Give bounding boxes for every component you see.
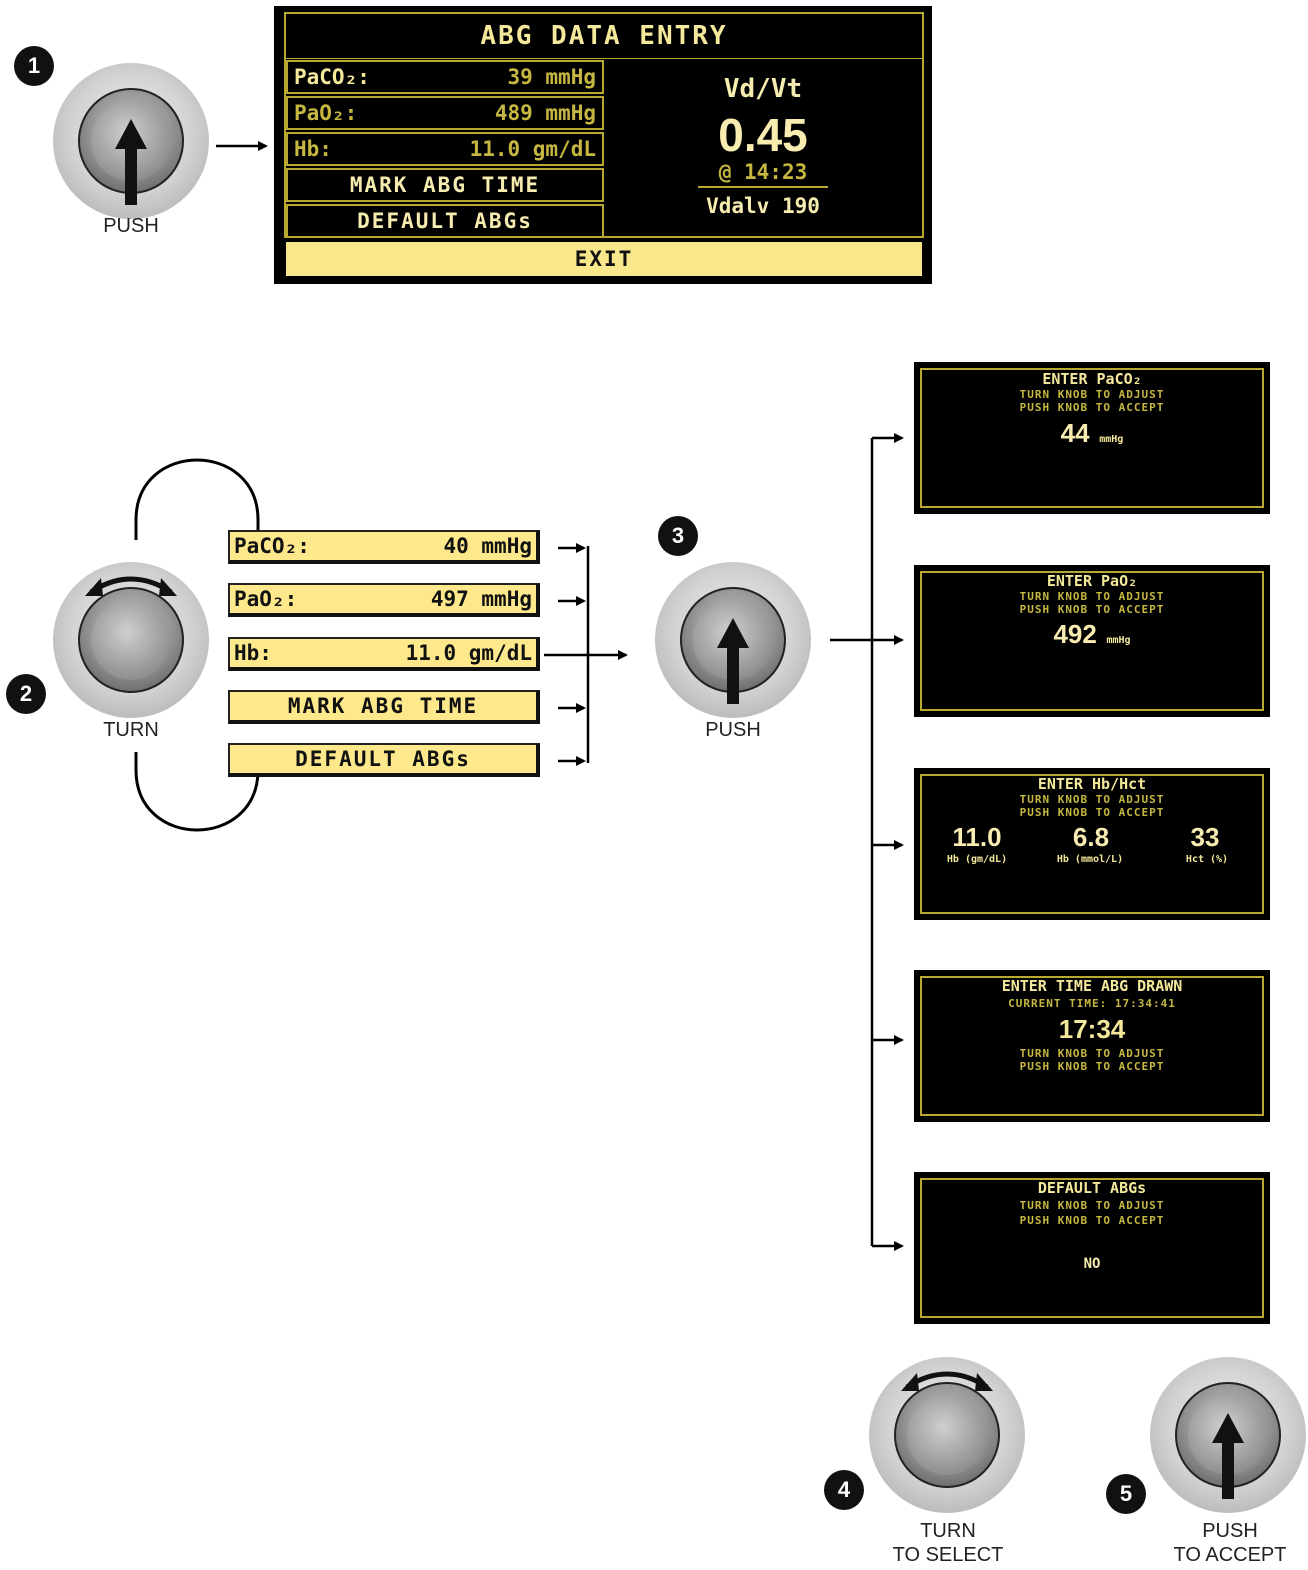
turn-loop bbox=[136, 460, 258, 540]
pao2-value: 492 bbox=[1053, 619, 1096, 649]
default-abgs-value: NO bbox=[914, 1256, 1270, 1272]
menu-item-mark-abg-time[interactable]: MARK ABG TIME bbox=[228, 690, 540, 724]
paco2-row[interactable]: PaCO₂:39 mmHg bbox=[286, 60, 604, 94]
hb-gm-value: 11.0 bbox=[932, 822, 1022, 853]
enter-paco2-screen: ENTER PaCO₂ TURN KNOB TO ADJUST PUSH KNO… bbox=[914, 362, 1270, 514]
pao2-row[interactable]: PaO₂:489 mmHg bbox=[286, 96, 604, 130]
enter-time-screen: ENTER TIME ABG DRAWN CURRENT TIME: 17:34… bbox=[914, 970, 1270, 1122]
step-badge-2: 2 bbox=[6, 674, 46, 714]
vdalv-value: Vdalv 190 bbox=[608, 194, 918, 218]
step-badge-3: 3 bbox=[658, 516, 698, 556]
step-badge-5: 5 bbox=[1106, 1474, 1146, 1514]
caption-turn-2: TURN bbox=[80, 718, 182, 742]
vd-vt-label: Vd/Vt bbox=[608, 74, 918, 104]
vd-vt-time: @ 14:23 bbox=[608, 160, 918, 184]
turn-knob-4 bbox=[869, 1357, 1025, 1513]
exit-button[interactable]: EXIT bbox=[286, 242, 922, 276]
push-knob-1 bbox=[53, 63, 209, 219]
hb-mmol-value: 6.8 bbox=[1046, 822, 1136, 853]
menu-arrows bbox=[544, 546, 626, 763]
menu-item-paco2[interactable]: PaCO₂:40 mmHg bbox=[228, 530, 540, 564]
default-abgs-screen: DEFAULT ABGs TURN KNOB TO ADJUST PUSH KN… bbox=[914, 1172, 1270, 1324]
screen-title: ABG DATA ENTRY bbox=[286, 14, 922, 58]
time-value: 17:34 bbox=[914, 1014, 1270, 1045]
distribution-tree bbox=[872, 438, 902, 1246]
caption-push-3: PUSH bbox=[682, 718, 784, 742]
paco2-value: 44 bbox=[1061, 418, 1090, 448]
hb-row[interactable]: Hb:11.0 gm/dL bbox=[286, 132, 604, 166]
hct-value: 33 bbox=[1160, 822, 1250, 853]
menu-item-default-abgs[interactable]: DEFAULT ABGs bbox=[228, 743, 540, 777]
push-knob-5 bbox=[1150, 1357, 1306, 1513]
caption-push-1: PUSH bbox=[80, 214, 182, 238]
default-abgs-row[interactable]: DEFAULT ABGs bbox=[286, 204, 604, 238]
enter-hb-hct-screen: ENTER Hb/Hct TURN KNOB TO ADJUST PUSH KN… bbox=[914, 768, 1270, 920]
menu-item-hb[interactable]: Hb:11.0 gm/dL bbox=[228, 637, 540, 671]
mark-abg-time-row[interactable]: MARK ABG TIME bbox=[286, 168, 604, 202]
vd-vt-value: 0.45 bbox=[608, 108, 918, 162]
step-badge-1: 1 bbox=[14, 46, 54, 86]
push-knob-3 bbox=[655, 562, 811, 718]
step-badge-4: 4 bbox=[824, 1470, 864, 1510]
menu-item-pao2[interactable]: PaO₂:497 mmHg bbox=[228, 583, 540, 617]
turn-knob-2 bbox=[53, 562, 209, 718]
abg-data-entry-screen: ABG DATA ENTRY PaCO₂:39 mmHg PaO₂:489 mm… bbox=[274, 6, 932, 284]
enter-pao2-screen: ENTER PaO₂ TURN KNOB TO ADJUST PUSH KNOB… bbox=[914, 565, 1270, 717]
